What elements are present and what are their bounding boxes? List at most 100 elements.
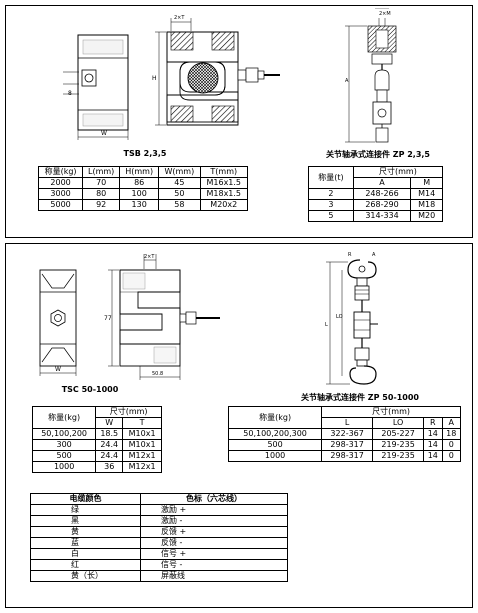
table-cell: 80 [82,188,121,200]
table-cell: 激励 + [140,504,288,516]
table-cell: M12x1 [122,450,162,462]
table-cell: M20x2 [199,199,249,211]
table-row: 5 314-334 M20 [308,210,443,222]
table-cell: 92 [82,199,121,211]
table-header-cell: 称量(kg) [37,166,84,178]
table-row: 白 信号 + [30,548,288,560]
table-cell: 298-317 [321,439,374,451]
table-cell: 50,100,200,300 [227,428,323,440]
table-cell: 5 [308,210,354,222]
table-cell: 蓝 [30,537,141,549]
table-row: 500 298-317 219-235 14 0 [227,439,462,451]
table-header-cell: L [321,417,374,429]
table-cell: 0 [441,439,462,451]
table-row: 50,100,200,300 322-367 205-227 14 18 [227,428,462,440]
tsb-dim-h: H [152,75,157,82]
table-cell: M16x1.5 [199,177,249,189]
table-header-cell: 称量(kg) [227,406,323,429]
table-cell: 1000 [31,461,97,473]
zp501000-dim-l: L [325,322,328,328]
table-cell: M12x1 [122,461,162,473]
table-cell: 黄 [30,526,141,538]
tsb-dim-8: 8 [68,90,72,97]
table-cell: 300 [31,439,97,451]
table-cell: 14 [423,428,443,440]
tsc-spec-table: 称量(kg) 尺寸(mm) W T 50,100,200 18.5 M10x1 … [31,406,162,473]
table-cell: M10x1 [122,439,162,451]
table-row: 5000 92 130 58 M20x2 [37,199,249,211]
table-cell: 2 [308,188,354,200]
table-header-cell: R [423,417,443,429]
table-row: 红 信号 - [30,559,288,571]
zp501000-dim-a: A [372,252,376,258]
table-header-cell: A [441,417,462,429]
table-header-row: 称量(t) 尺寸(mm) [308,166,444,189]
table-cell: 黄（长） [30,570,141,582]
table-cell: 322-367 [321,428,374,440]
table-cell: 白 [30,548,141,560]
table-cell: 反馈 - [140,537,288,549]
table-cell: 58 [158,199,201,211]
table-cell: 信号 + [140,548,288,560]
table-cell: 屏蔽线 [140,570,288,582]
table-cell: 红 [30,559,141,571]
table-header-cell: 尺寸(mm) [352,166,444,178]
zp501000-spec-table: 称量(kg) 尺寸(mm) L LO R A 50,100,200,300 32… [227,406,462,462]
table-header-cell: W(mm) [158,166,201,178]
table-header-row: A M [309,177,443,189]
tsc-dim-t: 2×T [144,254,155,260]
tsc-drawing: W 77 2×T 50.8 [39,254,220,380]
table-header-cell: W [95,417,124,429]
tsc-dim-77: 77 [104,315,112,322]
table-row: 蓝 反馈 - [30,537,288,549]
table-cell: M10x1 [122,428,162,440]
table-cell: 14 [423,439,443,451]
table-row: 2 248-266 M14 [308,188,443,200]
table-cell: 219-235 [372,439,425,451]
table-row: 500 24.4 M12x1 [31,450,162,462]
table-cell: M14 [410,188,443,200]
zp235-dim-a: A [345,78,349,84]
table-cell: 绿 [30,504,141,516]
table-cell: 314-334 [352,210,412,222]
table-cell: 36 [95,461,124,473]
table-cell: 50,100,200 [31,428,97,440]
table-header-cell: 称量(t) [308,166,354,189]
tsc-dim-w: W [55,366,61,373]
table-cell: 130 [119,199,160,211]
tsc-dim-508: 50.8 [152,371,163,377]
table-cell: 500 [31,450,97,462]
table-cell: 268-290 [352,199,412,211]
table-cell: 86 [119,177,160,189]
table-header-cell: LO [372,417,425,429]
table-cell: 2000 [37,177,84,189]
table-cell: 3000 [37,188,84,200]
table-cell: 219-235 [372,450,425,462]
table-row: 黄（长） 屏蔽线 [30,570,288,582]
table-row: 1000 298-317 219-235 14 0 [227,450,462,462]
table-row: 50,100,200 18.5 M10x1 [31,428,162,440]
table-row: 3000 80 100 50 M18x1.5 [37,188,249,200]
zp235-spec-table: 称量(t) 尺寸(mm) A M 2 248-266 M14 3 268-290… [308,166,444,222]
zp501000-dim-lo: LO [336,314,343,320]
table-cell: 激励 - [140,515,288,527]
table-row: 2000 70 86 45 M16x1.5 [37,177,249,189]
table-header-cell: A [352,177,412,189]
table-cell: 14 [423,450,443,462]
table-cell: 205-227 [372,428,425,440]
table-row: 黄 反馈 + [30,526,288,538]
table-row: 绿 激励 + [30,504,288,516]
table-header-cell: 尺寸(mm) [95,406,162,418]
table-header-cell: 称量(kg) [31,406,97,429]
tsb-spec-table: 称量(kg) L(mm) H(mm) W(mm) T(mm) 2000 70 8… [37,166,249,211]
zp501000-dim-r: R [348,252,352,258]
table-header-row: 称量(kg) 尺寸(mm) [227,406,461,429]
table-cell: 24.4 [95,450,124,462]
table-row: 3 268-290 M18 [308,199,443,211]
zp501000-drawing: R A L LO [325,252,378,385]
table-cell: 500 [227,439,323,451]
tsb-drawing: 8 W H 2×T [63,15,280,140]
tsb-dim-t: 2×T [174,15,185,21]
table-cell: 248-266 [352,188,412,200]
table-cell: 3 [308,199,354,211]
